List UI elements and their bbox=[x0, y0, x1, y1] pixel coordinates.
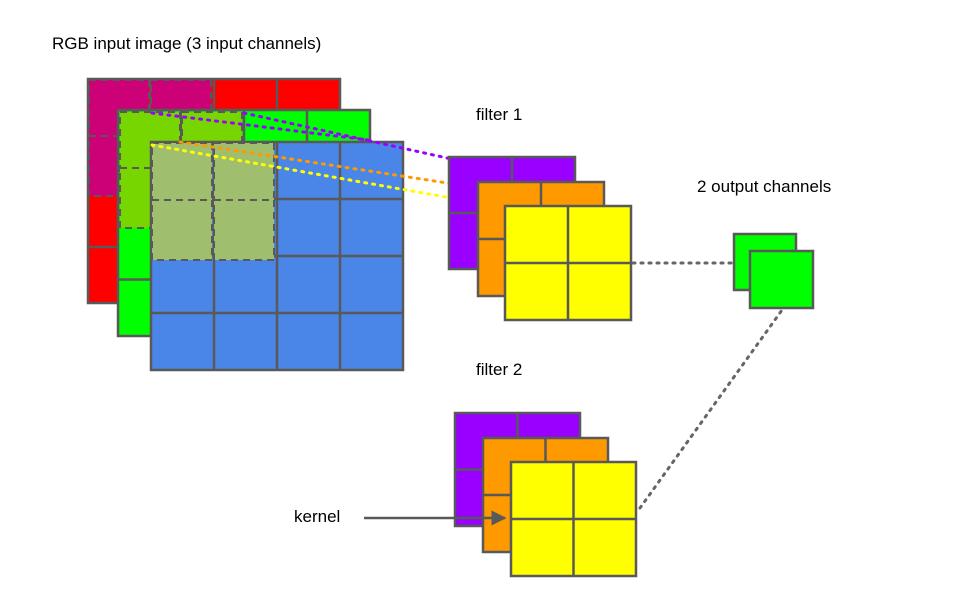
diagram-layers bbox=[86, 77, 815, 578]
filter1-label: filter 1 bbox=[476, 105, 522, 124]
blue-receptive-cell-1 bbox=[151, 142, 213, 204]
filter2-label: filter 2 bbox=[476, 360, 522, 379]
filter2-output-connector bbox=[638, 308, 784, 510]
kernel-label: kernel bbox=[294, 507, 340, 526]
input-title: RGB input image (3 input channels) bbox=[52, 34, 321, 53]
output-title: 2 output channels bbox=[697, 177, 831, 196]
output-channel-2 bbox=[748, 249, 815, 310]
blue-receptive-cell-3 bbox=[151, 199, 213, 261]
orange-projection-line bbox=[178, 140, 482, 190]
blue-receptive-cell-4 bbox=[213, 199, 275, 261]
